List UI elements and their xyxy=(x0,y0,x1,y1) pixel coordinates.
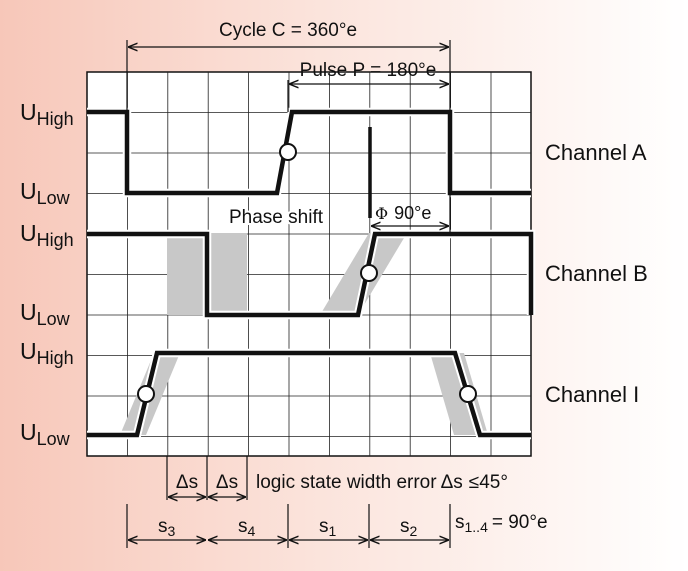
state-width-label: s1..4= 90°e xyxy=(455,512,548,535)
phase-angle-label: Φ 90°e xyxy=(375,203,431,223)
state-s2-label: s2 xyxy=(400,516,418,539)
edge-markers xyxy=(137,143,477,403)
channel-a-label: Channel A xyxy=(545,140,647,165)
cycle-label: Cycle C = 360°e xyxy=(219,20,357,41)
pulse-label: Pulse P = 180°e xyxy=(300,60,437,81)
channel-b-low-label: ULow xyxy=(20,299,71,329)
channel-b-edge-marker xyxy=(360,264,378,282)
delta-s-label-2: Δs xyxy=(216,472,238,493)
channel-b-high-label: UHigh xyxy=(20,220,74,250)
channel-a-low-label: ULow xyxy=(20,178,71,208)
signal-waveforms xyxy=(87,107,536,440)
level-labels: UHigh ULow UHigh ULow UHigh ULow xyxy=(20,99,74,449)
channel-i-low-label: ULow xyxy=(20,419,71,449)
state-s4-label: s4 xyxy=(238,516,256,539)
channel-a-edge-marker xyxy=(279,143,297,161)
channel-i-rising-edge-marker xyxy=(137,385,155,403)
channel-i-label: Channel I xyxy=(545,382,639,407)
phase-value: 90°e xyxy=(394,203,431,223)
delta-s-label-1: Δs xyxy=(176,472,198,493)
phase-shift-label: Phase shift xyxy=(229,207,324,228)
phi-symbol: Φ xyxy=(375,204,388,223)
channel-i-high-label: UHigh xyxy=(20,338,74,368)
state-s3-label: s3 xyxy=(158,516,176,539)
dimension-lines xyxy=(126,40,451,548)
channel-b-label: Channel B xyxy=(545,261,648,286)
state-s1-label: s1 xyxy=(319,516,337,539)
channel-i-falling-edge-marker xyxy=(459,385,477,403)
channel-a-high-label: UHigh xyxy=(20,99,74,129)
channel-i-waveform xyxy=(87,348,531,440)
channel-b-waveform xyxy=(87,229,536,320)
